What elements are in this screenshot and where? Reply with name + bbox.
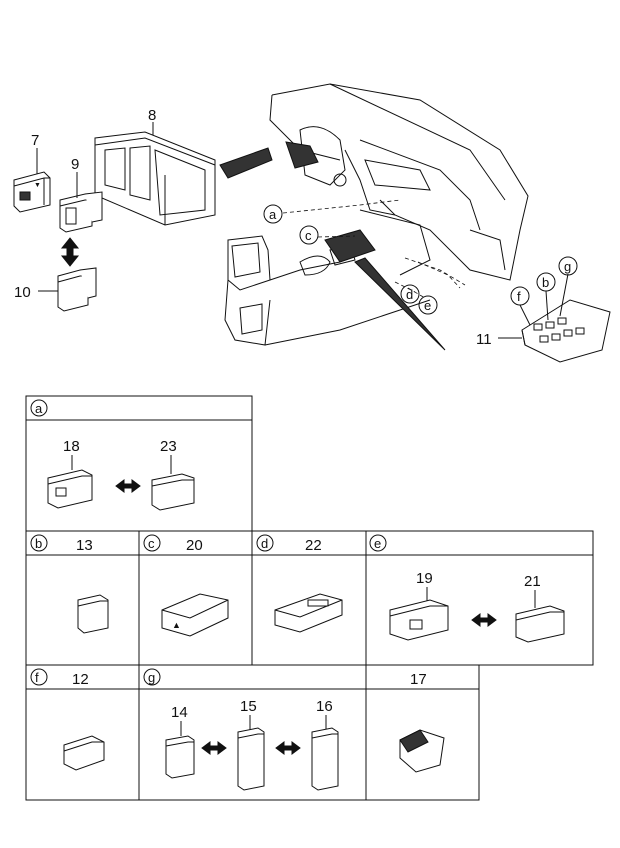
double-arrow-vertical: [60, 237, 80, 267]
cell-a: a 18 23: [30, 399, 195, 511]
switch-20-illustration: [161, 593, 229, 637]
cell-d: d 22: [256, 534, 343, 633]
double-arrow-a: [115, 479, 141, 493]
circle-f: [510, 286, 530, 306]
cell-b: b 13: [30, 534, 109, 634]
callout-9: 9: [71, 156, 79, 173]
cell-17: 17: [399, 671, 445, 773]
part-11-illustration: [521, 299, 611, 363]
callout-b: b: [542, 275, 549, 290]
circle-g: [558, 256, 578, 276]
callout-d: d: [406, 287, 413, 302]
callout-10: 10: [14, 284, 31, 301]
cell-e: e 19 21: [369, 534, 565, 643]
circle-b: [536, 272, 556, 292]
dashboard-illustration: [219, 83, 529, 351]
circle-a: [263, 204, 283, 224]
callout-e: e: [424, 298, 431, 313]
cell-a-letter: a: [35, 401, 43, 416]
cell-c-letter: c: [148, 536, 155, 551]
cell-g-letter: g: [148, 670, 155, 685]
callout-c: c: [305, 228, 312, 243]
cell-a-part-18: 18: [63, 438, 80, 455]
part-8-illustration: [94, 131, 216, 226]
cell-17-title: 17: [410, 671, 427, 688]
switch-18-illustration: [47, 469, 93, 509]
svg-text:▼: ▼: [34, 182, 41, 189]
cell-d-title: 22: [305, 537, 322, 554]
cell-g-part-14: 14: [171, 704, 188, 721]
callout-11: 11: [476, 331, 492, 348]
detail-grid: [25, 395, 594, 801]
double-arrow-g2: [275, 741, 301, 755]
circle-d: [400, 284, 420, 304]
cell-f-title: 12: [72, 671, 89, 688]
cell-g: g 14 15 16: [143, 668, 339, 791]
part-9-illustration: [59, 191, 103, 233]
cell-b-title: 13: [76, 537, 93, 554]
callout-g: g: [564, 259, 571, 274]
cell-c: c 20 ▲: [143, 534, 229, 637]
leader-lines: [36, 122, 569, 339]
callout-8: 8: [148, 107, 156, 124]
cell-g-part-15: 15: [240, 698, 257, 715]
svg-text:▲: ▲: [172, 620, 181, 630]
cell-b-letter: b: [35, 536, 42, 551]
callout-f: f: [517, 289, 521, 304]
cell-g-part-16: 16: [316, 698, 333, 715]
circle-c: [299, 225, 319, 245]
double-arrow-g1: [201, 741, 227, 755]
cell-e-part-21: 21: [524, 573, 541, 590]
cell-e-letter: e: [374, 536, 381, 551]
switch-21-illustration: [515, 605, 565, 643]
circle-e: [418, 295, 438, 315]
part-7-illustration: ▼: [13, 171, 51, 213]
cell-f-letter: f: [35, 670, 39, 685]
switch-16-illustration: [311, 727, 339, 791]
switch-14-illustration: [165, 735, 195, 779]
part-10-illustration: [57, 267, 97, 312]
cell-e-part-19: 19: [416, 570, 433, 587]
cell-d-letter: d: [261, 536, 268, 551]
switch-15-illustration: [237, 727, 265, 791]
cell-a-part-23: 23: [160, 438, 177, 455]
cell-c-title: 20: [186, 537, 203, 554]
callout-7: 7: [31, 132, 39, 149]
switch-22-illustration: [274, 593, 343, 633]
switch-12-illustration: [63, 735, 105, 771]
double-arrow-e: [471, 613, 497, 627]
switch-23-illustration: [151, 473, 195, 511]
cell-f: f 12: [30, 668, 105, 771]
callout-a: a: [269, 207, 277, 222]
